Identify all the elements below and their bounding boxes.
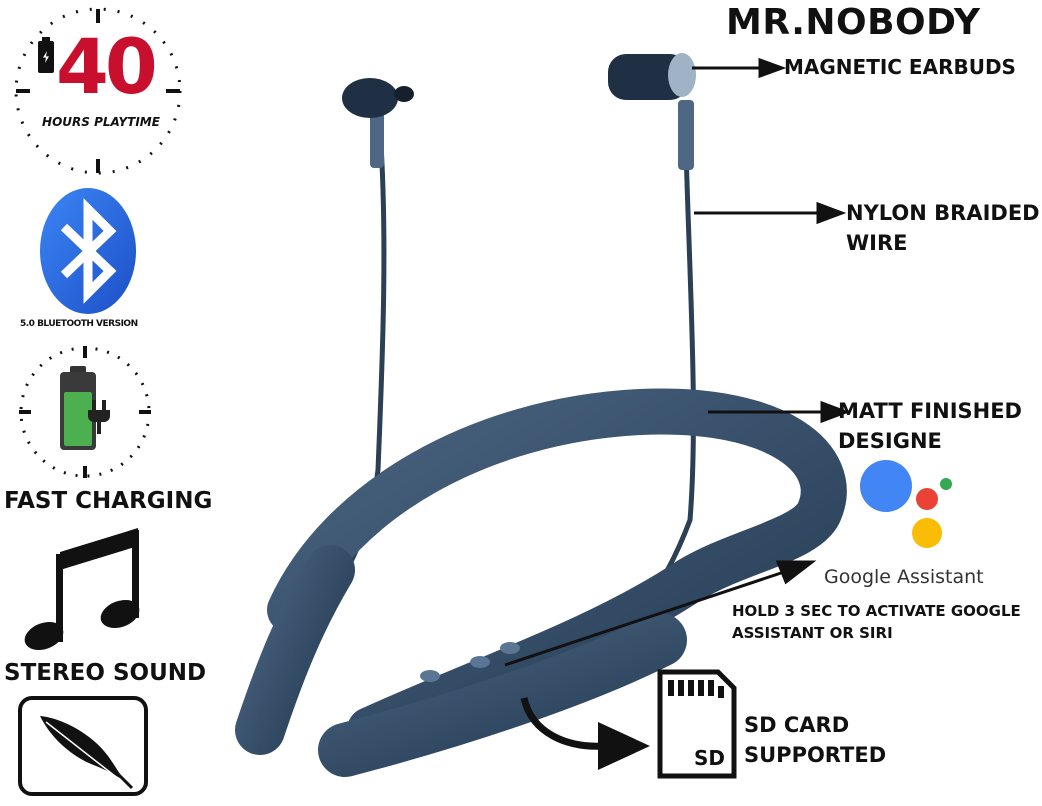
playtime-label: HOURS PLAYTIME (42, 115, 160, 129)
clock-dial-icon (14, 7, 182, 175)
music-note-icon (24, 528, 140, 651)
hold-line-1: HOLD 3 SEC TO ACTIVATE GOOGLE (732, 602, 1021, 620)
matt-line-1: MATT FINISHED (838, 399, 1022, 423)
bluetooth-badge: 5.0 BLUETOOTH VERSION (12, 185, 152, 335)
battery-icon (38, 37, 54, 73)
magnetic-earbuds-label: MAGNETIC EARBUDS (784, 55, 1016, 79)
nylon-line-1: NYLON BRAIDED (846, 201, 1040, 225)
clock-dial-icon (19, 346, 151, 478)
playtime-number: 40 (56, 22, 158, 111)
nylon-line-2: WIRE (846, 231, 908, 256)
feather-badge (18, 696, 148, 796)
sd-chip-label: SD (694, 746, 726, 770)
matt-line-2: DESIGNE (838, 429, 942, 454)
matt-finished-label: MATT FINISHED DESIGNE (838, 398, 1022, 455)
stereo-sound-label: STEREO SOUND (4, 660, 207, 686)
google-assistant-icon (860, 456, 960, 556)
feather-icon (40, 716, 134, 790)
bluetooth-icon (40, 188, 136, 314)
nylon-braided-label: NYLON BRAIDED WIRE (846, 200, 1040, 257)
sd-line-2: SUPPORTED (744, 743, 887, 768)
fast-charging-label: FAST CHARGING (4, 488, 213, 514)
stereo-sound-badge: STEREO SOUND (4, 520, 206, 690)
neckband-image (220, 40, 860, 800)
google-assistant-label: Google Assistant (824, 566, 984, 588)
sd-card-icon: SD (656, 668, 738, 780)
hold-line-2: ASSISTANT OR SIRI (732, 623, 893, 642)
bluetooth-label: 5.0 BLUETOOTH VERSION (20, 319, 138, 329)
sd-line-1: SD CARD (744, 713, 850, 737)
curved-arrow-icon (520, 697, 650, 770)
brand-title: MR.NOBODY (726, 2, 981, 43)
fast-charging-badge: FAST CHARGING (4, 342, 212, 517)
sd-card-label: SD CARD SUPPORTED (744, 712, 886, 769)
charging-battery-icon (60, 366, 110, 450)
playtime-badge: 40 HOURS PLAYTIME (8, 3, 188, 178)
hold-to-activate-label: HOLD 3 SEC TO ACTIVATE GOOGLE ASSISTANT … (732, 602, 1021, 643)
